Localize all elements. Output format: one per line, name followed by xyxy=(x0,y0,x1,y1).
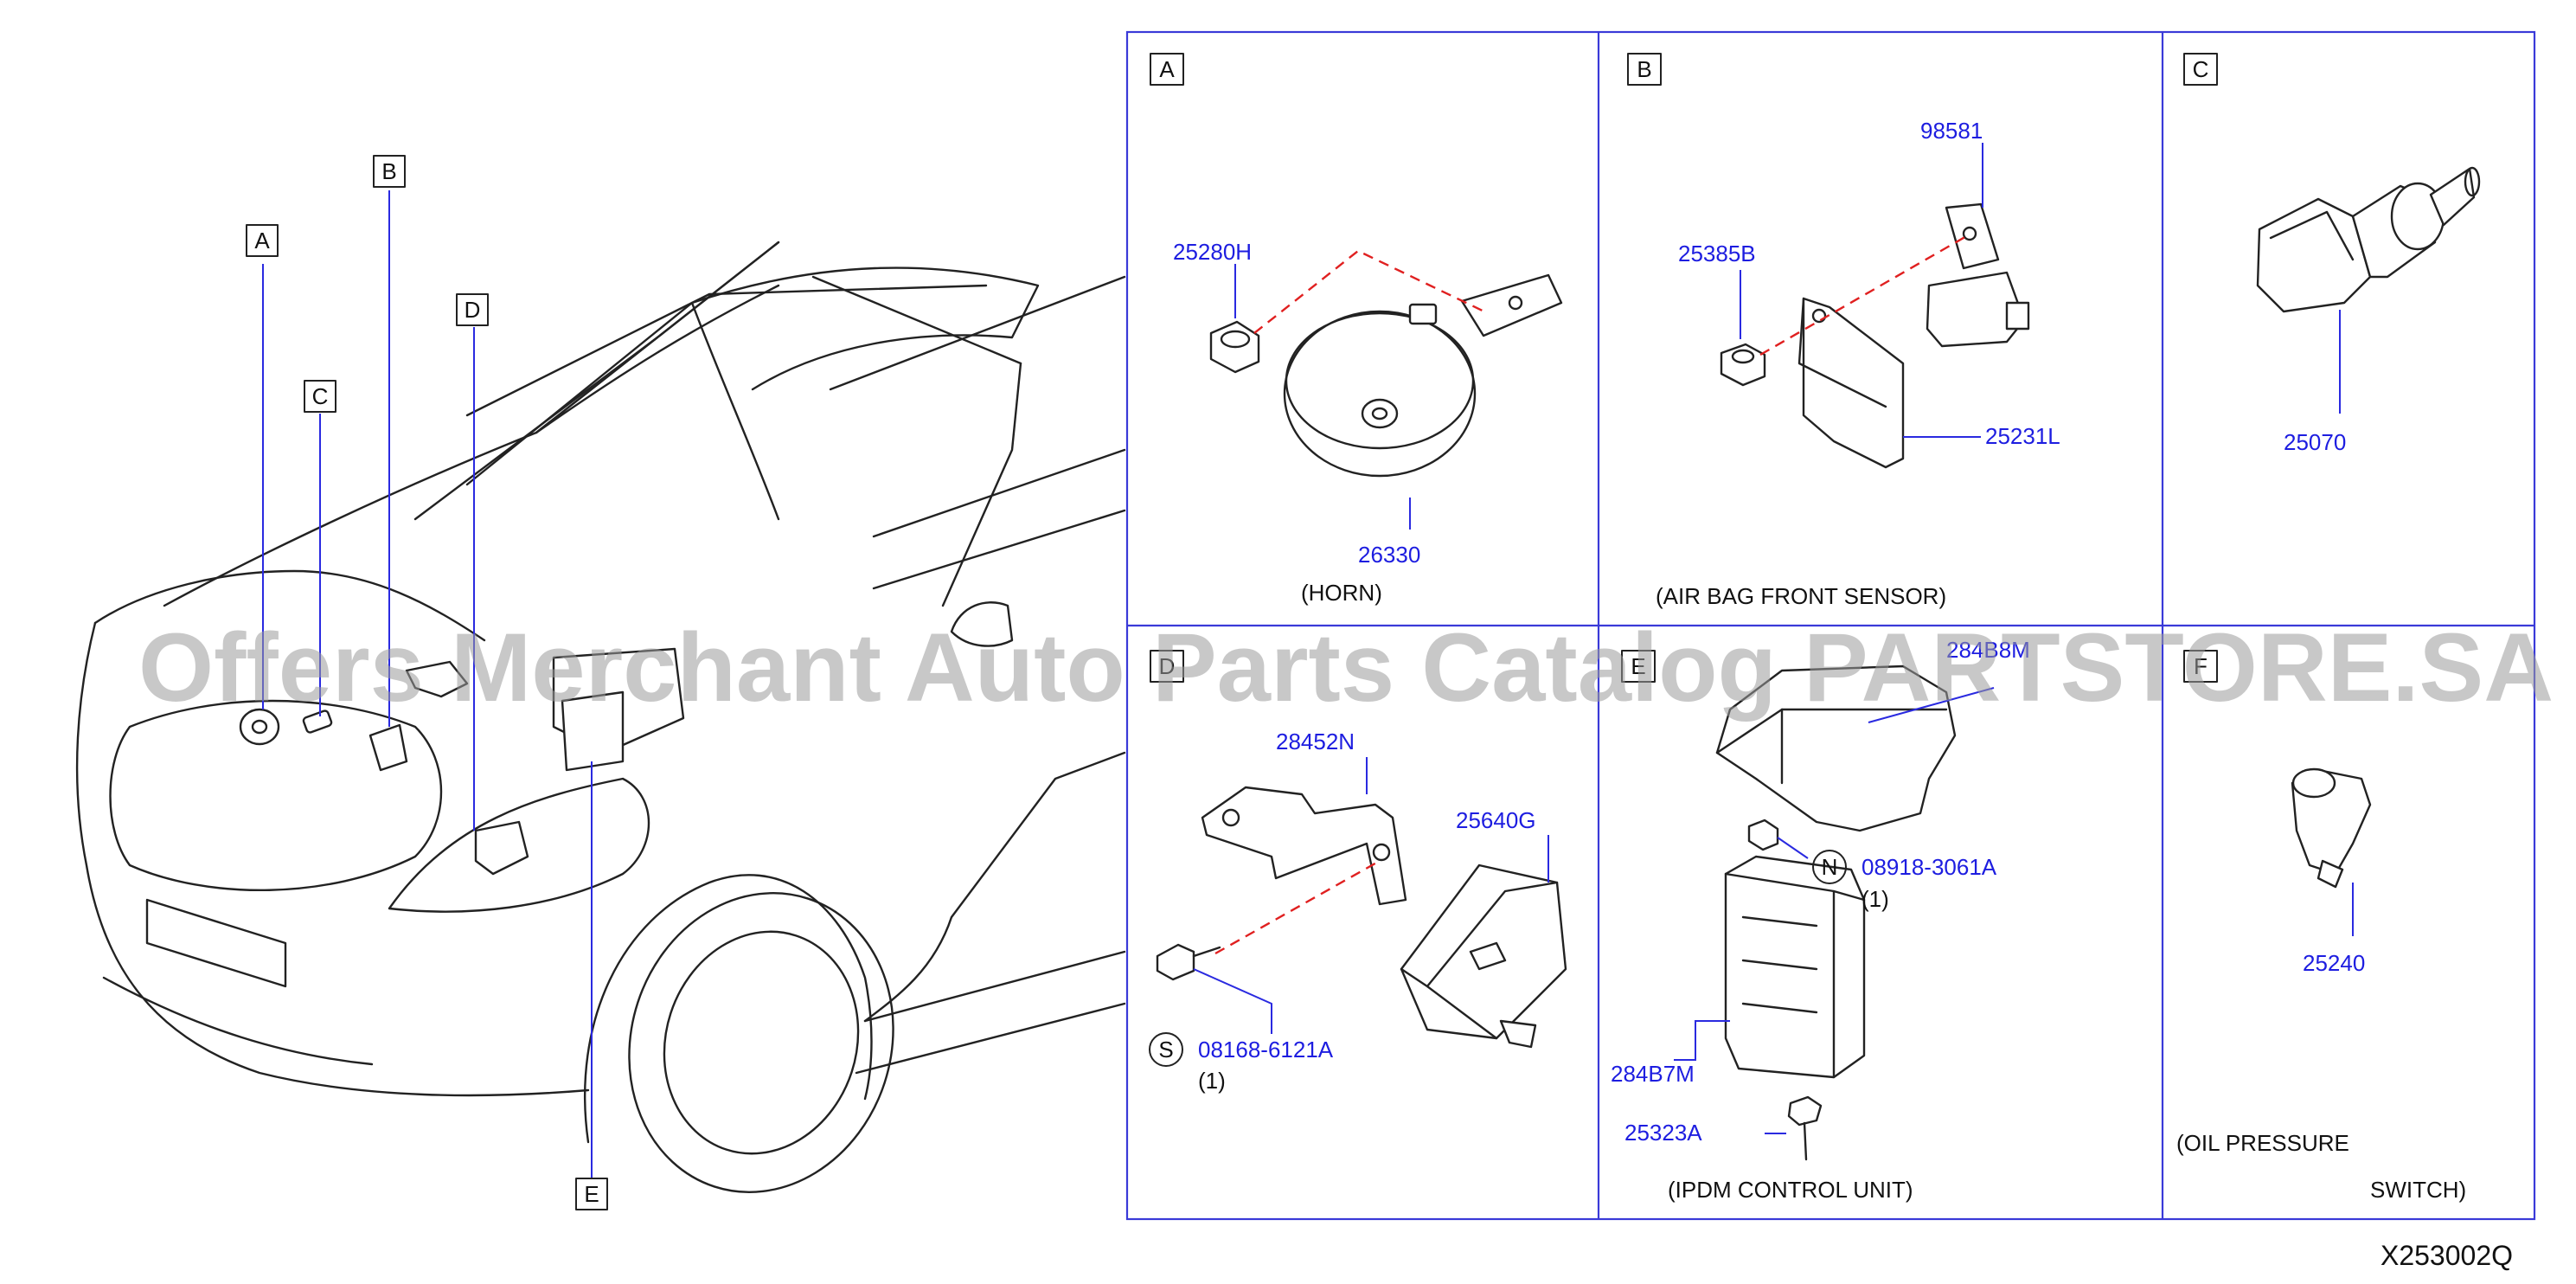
panel-C-label: C xyxy=(2193,56,2209,82)
panel-D-label: D xyxy=(1159,653,1176,679)
part-number[interactable]: 284B7M xyxy=(1611,1061,1695,1087)
callout-label: B xyxy=(381,158,396,184)
panel-A-label: A xyxy=(1159,56,1175,82)
callout-box-C: C xyxy=(304,380,336,413)
bracket-illustration xyxy=(1156,786,1407,981)
vehicle-overview: A B C D E xyxy=(75,155,1126,1210)
car-line-art xyxy=(75,241,1126,1193)
panel-E-label: E xyxy=(1631,653,1645,679)
panel-E-caption: (IPDM CONTROL UNIT) xyxy=(1668,1177,1913,1203)
part-number[interactable]: 25231L xyxy=(1985,423,2060,449)
watermark: Offers Merchant Auto Parts Catalog PARTS… xyxy=(138,613,2554,722)
part-number[interactable]: 26330 xyxy=(1358,542,1420,568)
panel-F-oil-pressure-switch: F 25240 (OIL PRESSURE SWITCH) xyxy=(2176,650,2466,1203)
part-number[interactable]: 25240 xyxy=(2303,950,2365,976)
callout-box-E: E xyxy=(575,1178,608,1210)
quantity: (1) xyxy=(1862,886,1889,912)
sensor-25070-illustration xyxy=(2256,166,2481,313)
part-number[interactable]: 08918-3061A xyxy=(1862,854,1997,880)
ipdm-cover-illustration xyxy=(1715,664,1957,832)
ipdm-unit-illustration xyxy=(1724,819,1866,1161)
airbag-sensor-illustration xyxy=(1720,202,2030,469)
panel-D-bracket: D 28452N 25640G S 08168-6121A (1) xyxy=(1149,650,1567,1094)
panel-E-ipdm: E 284B8M N 08918-3061A (1) 284B7M 25323A… xyxy=(1611,637,2030,1203)
panel-A-horn: A 25280H 26330 (HORN) xyxy=(1150,53,1563,606)
panel-B-airbag-sensor: B 98581 25385B 25231L (AIR BAG FRONT SEN… xyxy=(1627,53,2060,609)
callout-label: E xyxy=(584,1181,599,1207)
panel-C-sensor: C 25070 xyxy=(2183,53,2481,455)
panel-A-caption: (HORN) xyxy=(1301,580,1382,606)
quantity: (1) xyxy=(1198,1068,1226,1094)
oil-switch-illustration xyxy=(2291,767,2372,889)
callout-label: A xyxy=(254,228,270,254)
relay-illustration xyxy=(1400,863,1567,1049)
callout-box-D: D xyxy=(456,293,489,326)
part-number[interactable]: 25640G xyxy=(1456,807,1536,833)
part-number[interactable]: 25280H xyxy=(1173,239,1252,265)
callout-label: D xyxy=(465,297,481,323)
part-number[interactable]: 284B8M xyxy=(1946,637,2030,663)
panel-grid-frame xyxy=(1125,30,2536,1221)
panel-F-caption-line2: SWITCH) xyxy=(2370,1177,2466,1203)
callout-box-A: A xyxy=(246,224,279,257)
panel-F-label: F xyxy=(2194,653,2208,679)
panel-B-label: B xyxy=(1637,56,1651,82)
callout-leaders xyxy=(262,190,593,1179)
panel-F-caption-line1: (OIL PRESSURE xyxy=(2176,1130,2349,1156)
symbol-N: N xyxy=(1822,854,1838,880)
panel-B-caption: (AIR BAG FRONT SENSOR) xyxy=(1656,583,1946,609)
diagram-code: X253002Q xyxy=(2381,1240,2513,1271)
part-number[interactable]: 08168-6121A xyxy=(1198,1037,1334,1063)
part-number[interactable]: 98581 xyxy=(1920,118,1983,144)
callout-box-B: B xyxy=(373,155,406,188)
part-number[interactable]: 25070 xyxy=(2284,429,2346,455)
symbol-S: S xyxy=(1158,1037,1173,1063)
part-number[interactable]: 25323A xyxy=(1624,1120,1702,1146)
horn-illustration xyxy=(1209,273,1563,478)
callout-label: C xyxy=(312,383,329,409)
part-number[interactable]: 28452N xyxy=(1276,729,1355,754)
part-number[interactable]: 25385B xyxy=(1678,241,1756,266)
